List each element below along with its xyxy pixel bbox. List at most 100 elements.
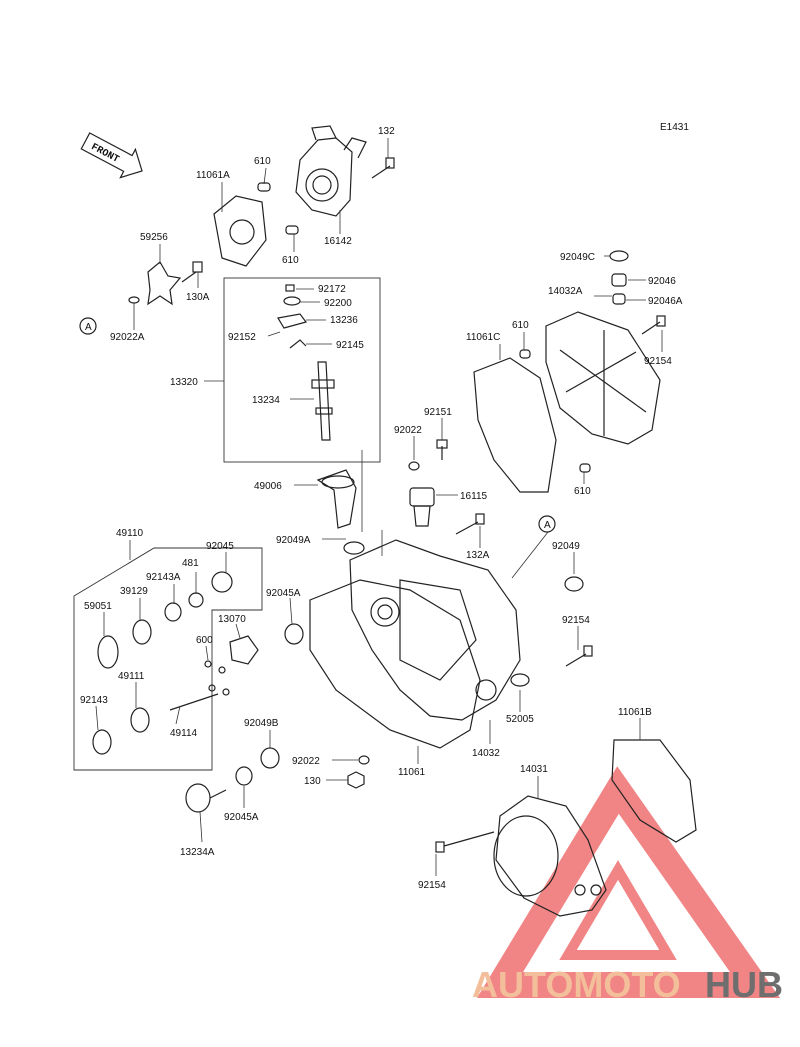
water-pump-housing xyxy=(295,125,367,217)
part-label: 14032A xyxy=(548,286,583,297)
part-label: 92046 xyxy=(648,276,676,287)
bearing xyxy=(284,623,304,645)
part-label: 14032 xyxy=(472,748,500,759)
oil-seal xyxy=(510,673,530,687)
part-label: 13236 xyxy=(330,315,358,326)
part-labels: 132 610 11061A 16142 610 59256 130A 9202… xyxy=(80,126,683,891)
bearing xyxy=(260,747,280,769)
svg-text:A: A xyxy=(544,520,551,531)
part-label: 130A xyxy=(186,292,210,303)
part-label: 92049B xyxy=(244,718,279,729)
part-label: 92045A xyxy=(266,588,301,599)
part-label: 59051 xyxy=(84,601,112,612)
part-label: 92049A xyxy=(276,535,311,546)
part-label: 92049 xyxy=(552,541,580,552)
bearing xyxy=(235,766,253,786)
bolt-icon xyxy=(371,157,395,179)
part-label: 92045A xyxy=(224,812,259,823)
part-label: 13234 xyxy=(252,395,280,406)
part-label: 11061A xyxy=(196,170,230,181)
bolt-icon xyxy=(455,513,485,535)
bushing xyxy=(612,293,626,305)
part-label: 16142 xyxy=(324,236,352,247)
watermark-text-b: HUB xyxy=(705,964,783,1005)
gear-13234a xyxy=(185,783,227,813)
part-label: 92022 xyxy=(292,756,320,767)
part-label: 49006 xyxy=(254,481,282,492)
part-label: 39129 xyxy=(120,586,148,597)
part-label: 49110 xyxy=(116,528,144,539)
front-arrow-icon: FRONT xyxy=(80,132,143,179)
part-label: 92049C xyxy=(560,252,595,263)
washer xyxy=(358,755,370,765)
part-label: 92145 xyxy=(336,340,364,351)
bolt-icon xyxy=(641,315,666,335)
ref-marker-a-left: A xyxy=(79,317,97,335)
bolt-icon xyxy=(565,645,593,667)
part-label: 92154 xyxy=(562,615,590,626)
part-label: 11061C xyxy=(466,332,500,343)
part-label: 52005 xyxy=(506,714,534,725)
watermark-text-a: AUTOMOTO xyxy=(472,964,681,1005)
dowel-pin xyxy=(257,182,271,192)
clutch-inspection-cover xyxy=(545,311,661,445)
part-label: 13320 xyxy=(170,377,198,388)
part-label: 92022A xyxy=(110,332,145,343)
part-label: 132 xyxy=(378,126,395,137)
watermark: AUTOMOTO HUB xyxy=(472,766,783,1005)
part-label: 610 xyxy=(282,255,299,266)
dowel-pin xyxy=(519,349,531,359)
bolt-icon xyxy=(435,831,495,853)
part-label: 600 xyxy=(196,635,213,646)
needle-bearing xyxy=(611,273,627,287)
bolt-icon xyxy=(436,439,448,460)
watermark-inner-triangle xyxy=(559,860,677,960)
part-label: 59256 xyxy=(140,232,168,243)
part-label: 13234A xyxy=(180,847,215,858)
part-label: 11061 xyxy=(398,767,426,778)
magneto-cover xyxy=(493,795,607,917)
part-label: 13070 xyxy=(218,614,246,625)
leader-lines xyxy=(95,138,663,876)
assembly-box-49110 xyxy=(73,547,263,771)
part-label: 11061B xyxy=(618,707,652,718)
washer xyxy=(408,461,420,471)
oil-filler-cap xyxy=(409,487,435,527)
cover-gasket-11061b xyxy=(611,739,697,843)
housing-gasket xyxy=(213,195,267,267)
ref-marker-a-right: A xyxy=(538,515,556,533)
part-label: 481 xyxy=(182,558,199,569)
part-label: 610 xyxy=(254,156,271,167)
cover-gasket-11061c xyxy=(473,357,557,493)
watermark-triangle xyxy=(476,766,781,998)
part-label: 49111 xyxy=(118,671,145,682)
part-label: 16115 xyxy=(460,491,488,502)
part-label: 92172 xyxy=(318,284,346,295)
svg-text:A: A xyxy=(85,322,92,333)
part-label: 92022 xyxy=(394,425,422,436)
oil-seal xyxy=(609,250,629,262)
part-label: 610 xyxy=(512,320,529,331)
part-label: 132A xyxy=(466,550,490,561)
pump-body xyxy=(316,469,365,555)
part-label: 92154 xyxy=(644,356,672,367)
part-label: 49114 xyxy=(170,728,198,739)
oil-seal xyxy=(564,576,584,592)
part-label: 92046A xyxy=(648,296,683,307)
part-label: 92151 xyxy=(424,407,452,418)
part-label: 92200 xyxy=(324,298,352,309)
part-label: 14031 xyxy=(520,764,548,775)
dowel-pin xyxy=(579,463,591,473)
right-crankcase-cover xyxy=(349,539,521,721)
part-label: 130 xyxy=(304,776,321,787)
part-label: 92143 xyxy=(80,695,108,706)
part-label: 92143A xyxy=(146,572,181,583)
part-label: 610 xyxy=(574,486,591,497)
nut-icon xyxy=(347,771,365,789)
cover-gasket-11061 xyxy=(309,579,481,749)
dowel-pin xyxy=(285,225,299,235)
part-label: 92152 xyxy=(228,332,256,343)
assembly-box-13320 xyxy=(223,277,381,463)
part-label: 92154 xyxy=(418,880,446,891)
